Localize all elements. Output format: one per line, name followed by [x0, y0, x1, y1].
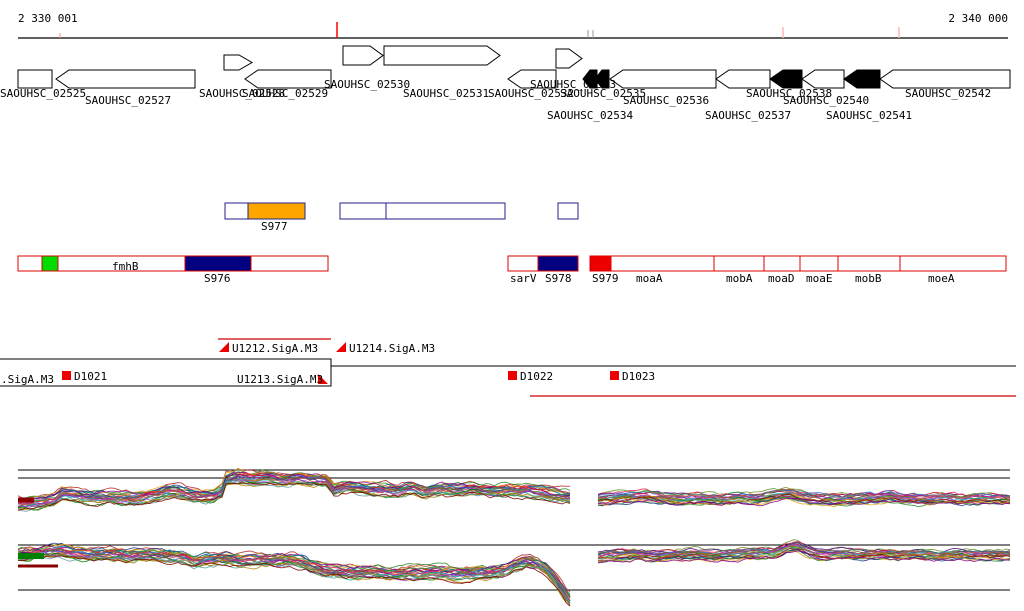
- gene-arrow-SAOUHSC_02530[interactable]: [342, 45, 384, 66]
- gene-label: SAOUHSC_02540: [783, 94, 869, 107]
- tss-marker[interactable]: [219, 342, 229, 352]
- expression-line: [17, 482, 571, 511]
- gene-arrow-SAOUHSC_02542[interactable]: [879, 69, 1011, 89]
- transcript-box[interactable]: [339, 202, 506, 220]
- gene-label: SAOUHSC_02535: [560, 87, 646, 100]
- transcript-label: S977: [261, 220, 288, 233]
- operon-label: moeA: [928, 272, 955, 285]
- signal-label: .SigA.M3: [1, 373, 54, 386]
- transcript-box[interactable]: [557, 202, 579, 220]
- expression-line: [17, 552, 571, 607]
- gene-arrow-SAOUHSC_02527[interactable]: [55, 69, 196, 89]
- gene-arrow-SAOUHSC_02533[interactable]: [507, 69, 557, 89]
- expression-line: [597, 550, 1011, 563]
- operon-box[interactable]: [763, 255, 801, 272]
- terminator-marker[interactable]: [508, 371, 517, 380]
- gene-arrow-SAOUHSC_02529[interactable]: [244, 69, 332, 89]
- expression-line: [597, 490, 1010, 501]
- expression-line: [17, 543, 571, 593]
- operon-segment[interactable]: [590, 255, 612, 272]
- gene-label: SAOUHSC_02542: [905, 87, 991, 100]
- operon-label: mobA: [726, 272, 753, 285]
- gene-label: SAOUHSC_02536: [623, 94, 709, 107]
- expression-line: [17, 471, 571, 505]
- gene-arrow-SAOUHSC_02525[interactable]: [17, 69, 53, 89]
- gene-label: SAOUHSC_02530: [324, 78, 410, 91]
- transcript-segment[interactable]: [247, 202, 306, 220]
- gene-arrow-SAOUHSC_02540[interactable]: [801, 69, 845, 89]
- signal-label: U1213.SigA.M3: [237, 373, 323, 386]
- gene-label: SAOUHSC_02538: [746, 87, 832, 100]
- signal-label: U1212.SigA.M3: [232, 342, 318, 355]
- expression-line: [598, 548, 1011, 563]
- tss-marker[interactable]: [318, 374, 328, 384]
- tss-track: U1212.SigA.M3 U1214.SigA.M3 .SigA.M3 D1021 U…: [0, 338, 1016, 397]
- gene-label: SAOUHSC_02531: [403, 87, 489, 100]
- operon-box[interactable]: [837, 255, 901, 272]
- operon-box[interactable]: [713, 255, 765, 272]
- expression-line: [597, 545, 1011, 559]
- gene-arrow-SAOUHSC_02536[interactable]: [715, 69, 771, 89]
- expression-line: [17, 555, 571, 607]
- operon-box[interactable]: [799, 255, 839, 272]
- expression-line: [17, 478, 571, 511]
- gene-arrow-SAOUHSC_02531[interactable]: [383, 45, 501, 66]
- gene-label: SAOUHSC_02534: [547, 109, 633, 122]
- signal-label: D1023: [622, 370, 655, 383]
- ruler: [18, 22, 1008, 39]
- gene-label: SAOUHSC_02528: [199, 87, 285, 100]
- terminator-marker[interactable]: [610, 371, 619, 380]
- gene-label: SAOUHSC_02541: [826, 109, 912, 122]
- gene-arrow-SAOUHSC_02541[interactable]: [843, 69, 881, 89]
- gene-label: SAOUHSC_02537: [705, 109, 791, 122]
- operon-label: moaA: [636, 272, 663, 285]
- ruler-start-coordinate: 2 330 001: [18, 12, 78, 25]
- expression-line: [597, 497, 1011, 507]
- operon-label: S978: [545, 272, 572, 285]
- gene-arrow-SAOUHSC_02532[interactable]: [555, 48, 583, 69]
- gene-label: SAOUHSC_02527: [85, 94, 171, 107]
- gene-label: SAOUHSC_02529: [242, 87, 328, 100]
- expression-line: [17, 555, 571, 603]
- operon-box[interactable]: [537, 255, 579, 272]
- expression-plots: [17, 468, 1011, 607]
- transcription-unit-box[interactable]: [0, 358, 332, 387]
- operon-box[interactable]: [899, 255, 1007, 272]
- operon-box[interactable]: [17, 255, 329, 272]
- gene-label: SAOUHSC_02533: [530, 78, 616, 91]
- gene-arrow-SAOUHSC_02534-2[interactable]: [594, 69, 610, 89]
- operon-label: mobB: [855, 272, 882, 285]
- signal-label: U1214.SigA.M3: [349, 342, 435, 355]
- signal-label: D1021: [74, 370, 107, 383]
- gene-arrow-SAOUHSC_02528[interactable]: [223, 54, 254, 71]
- gene-arrow-SAOUHSC_02538[interactable]: [769, 69, 803, 89]
- expression-line: [17, 478, 571, 508]
- expression-line: [597, 550, 1011, 564]
- gene-label: SAOUHSC_02525: [0, 87, 86, 100]
- operon-box[interactable]: [507, 255, 539, 272]
- operon-label: S979: [592, 272, 619, 285]
- expression-line: [17, 476, 571, 508]
- operon-label: S976: [204, 272, 231, 285]
- expression-line: [597, 489, 1011, 498]
- gene-arrow-SAOUHSC_02535[interactable]: [609, 69, 717, 89]
- tss-marker[interactable]: [336, 342, 346, 352]
- expression-line: [597, 488, 1011, 498]
- operon-label: fmhB: [112, 260, 139, 273]
- operon-label: sarV: [510, 272, 537, 285]
- operon-segment[interactable]: [184, 255, 252, 272]
- ruler-end-coordinate: 2 340 000: [948, 12, 1008, 25]
- gene-track: SAOUHSC_02525SAOUHSC_02527SAOUHSC_02528S…: [0, 45, 1011, 122]
- gene-arrow-SAOUHSC_02534-1[interactable]: [582, 69, 598, 89]
- terminator-marker[interactable]: [62, 371, 71, 380]
- operon-label: moaE: [806, 272, 833, 285]
- operon-track: fmhB S976 sarV S978 S979 moaA mobA moaD moaE mobB…: [17, 255, 1007, 285]
- signal-label: D1022: [520, 370, 553, 383]
- operon-segment[interactable]: [41, 255, 59, 272]
- operon-label: moaD: [768, 272, 795, 285]
- gene-label: SAOUHSC_02532: [488, 87, 574, 100]
- transcript-track: S977: [224, 202, 579, 233]
